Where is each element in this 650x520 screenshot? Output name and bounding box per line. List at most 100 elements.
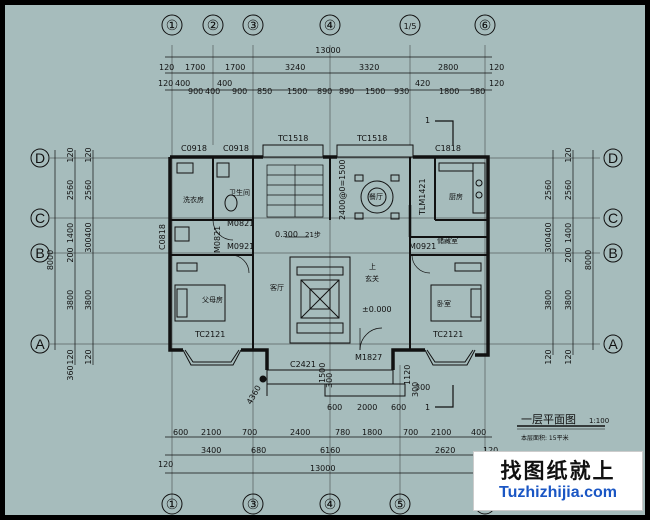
level-foyer: ±0.000 <box>362 305 392 314</box>
front-porch <box>259 369 406 397</box>
dim-top-total: 13000 <box>315 46 340 55</box>
dim-300b-note: 300 <box>411 382 420 397</box>
dim-left-in-4: 3800 <box>84 290 93 310</box>
room-kitchen: 厨房 <box>449 192 463 201</box>
room-laundry: 洗衣房 <box>183 195 204 204</box>
dim-top-r2-1: 400 <box>175 79 190 88</box>
dim-top-r2-11: 930 <box>394 87 409 96</box>
dim-top-r1-1: 1700 <box>185 63 205 72</box>
dim-top-r2-2: 900 <box>188 87 203 96</box>
dim-bottom-r1-0: 600 <box>173 428 188 437</box>
code-tc1518-a: TC1518 <box>277 134 308 143</box>
dim-bottom-total: 13000 <box>310 464 335 473</box>
level-stair: 0.300 <box>275 230 298 239</box>
axis-label-top-6: ⑥ <box>479 17 492 33</box>
axis-label-top-5: 1/5 <box>404 22 417 31</box>
dim-top-r2-8: 890 <box>317 87 332 96</box>
dim-top-r1-2: 1700 <box>225 63 245 72</box>
bottom-dimension-lines <box>165 436 492 474</box>
drawing-title: 一层平面图 <box>521 413 576 426</box>
dim-top-r2-14: 580 <box>470 87 485 96</box>
axis-label-left-b: B <box>35 245 44 261</box>
drawing-note: 本层面积: 15平米 <box>521 434 569 442</box>
dim-top-r2-7: 1500 <box>287 87 307 96</box>
room-bedroom: 卧室 <box>437 299 451 308</box>
floor-plan-drawing: ① ② ③ ④ 1/5 ⑥ ① ③ ④ ⑤ ⑥ D C B A D C B A … <box>30 14 623 515</box>
dim-bottom-r1-6: 700 <box>403 428 418 437</box>
dim-top-r2-3: 400 <box>205 87 220 96</box>
section-mark-bottom: 1 <box>425 403 430 412</box>
dim-300-note: 300 <box>325 373 334 388</box>
dim-left-3: 200 <box>66 247 75 262</box>
dim-bottom-r1-8: 400 <box>471 428 486 437</box>
code-m0821-b: M0821 <box>213 226 222 253</box>
room-foyer: 玄关 <box>365 274 379 283</box>
axis-label-right-d: D <box>608 150 618 166</box>
dim-1120-note: 1120 <box>403 365 412 385</box>
code-c0918-a: C0918 <box>181 144 207 153</box>
dim-bottom-r2-3: 6160 <box>320 446 340 455</box>
dim-left-1: 2560 <box>66 180 75 200</box>
axis-label-bottom-4: ④ <box>324 496 337 512</box>
dim-bottom-r1-4: 780 <box>335 428 350 437</box>
dim-top-r1-4: 3320 <box>359 63 379 72</box>
dim-bottom-r2-4: 2620 <box>435 446 455 455</box>
drawing-title-block <box>517 425 605 430</box>
dim-bottom-r1-3: 2400 <box>290 428 310 437</box>
room-wc: 卫生间 <box>229 188 250 197</box>
dim-right-2: 1400 <box>564 223 573 243</box>
axis-label-top-3: ③ <box>247 17 260 33</box>
dim-2400-note: 2400@0=1500 <box>338 159 347 220</box>
top-axis-bubbles <box>161 14 496 36</box>
code-m0921-a: M0921 <box>227 242 254 251</box>
left-dimension-lines <box>54 150 94 365</box>
axis-label-left-d: D <box>35 150 45 166</box>
code-m0821: M0821 <box>227 219 254 228</box>
watermark-url: Tuzhizhijia.com <box>499 484 617 501</box>
dim-left-in-0: 120 <box>84 147 93 162</box>
section-mark-top: 1 <box>425 116 430 125</box>
dim-top-r2-13: 1800 <box>439 87 459 96</box>
dim-left-5: 120 <box>66 349 75 364</box>
axis-label-left-c: C <box>35 210 45 226</box>
dim-left-0: 120 <box>66 147 75 162</box>
dim-top-r2-10: 1500 <box>365 87 385 96</box>
dim-bottom-r2-5: 120 <box>483 446 498 455</box>
floor-plan-sheet: ① ② ③ ④ 1/5 ⑥ ① ③ ④ ⑤ ⑥ D C B A D C B A … <box>5 5 645 515</box>
dim-bottom-r1-2: 700 <box>242 428 257 437</box>
dim-left-6: 360 <box>66 365 75 380</box>
living-room-furniture <box>289 256 351 344</box>
room-dining: 餐厅 <box>369 192 383 201</box>
kitchen-fixtures <box>438 162 486 214</box>
dim-top-r2-0: 120 <box>158 79 173 88</box>
dim-top-r1-0: 120 <box>159 63 174 72</box>
axis-label-top-4: ④ <box>324 17 337 33</box>
dim-4360-note: 4360 <box>245 384 263 406</box>
dim-bottom-r1-5: 1800 <box>362 428 382 437</box>
dim-right-in-3: 3800 <box>544 290 553 310</box>
dim-left-in-2: 400 <box>84 222 93 237</box>
room-elder: 父母房 <box>202 295 223 304</box>
dim-bottom-r1-7: 2100 <box>431 428 451 437</box>
code-c2421: C2421 <box>290 360 316 369</box>
dim-left-2: 1400 <box>66 223 75 243</box>
axis-label-bottom-5: ⑤ <box>394 496 407 512</box>
dim-top-r1-6: 120 <box>489 63 504 72</box>
dim-top-r1-3: 3240 <box>285 63 305 72</box>
dim-left-4: 3800 <box>66 290 75 310</box>
beds <box>174 262 482 322</box>
porch-600a: 600 <box>327 403 342 412</box>
dim-top-r2-4: 400 <box>217 79 232 88</box>
dining-table <box>354 174 400 220</box>
bathroom-fixtures <box>174 162 238 242</box>
room-storage: 储藏室 <box>437 236 458 245</box>
dim-right-4: 3800 <box>564 290 573 310</box>
drawing-scale: 1:100 <box>589 417 609 425</box>
dim-right-in-1: 400 <box>544 222 553 237</box>
dim-right-in-0: 2560 <box>544 180 553 200</box>
up-label: 上 <box>369 262 376 271</box>
axis-label-top-2: ② <box>207 17 220 33</box>
dim-right-in-4: 120 <box>544 349 553 364</box>
stair-steps-label: 21步 <box>305 231 321 239</box>
